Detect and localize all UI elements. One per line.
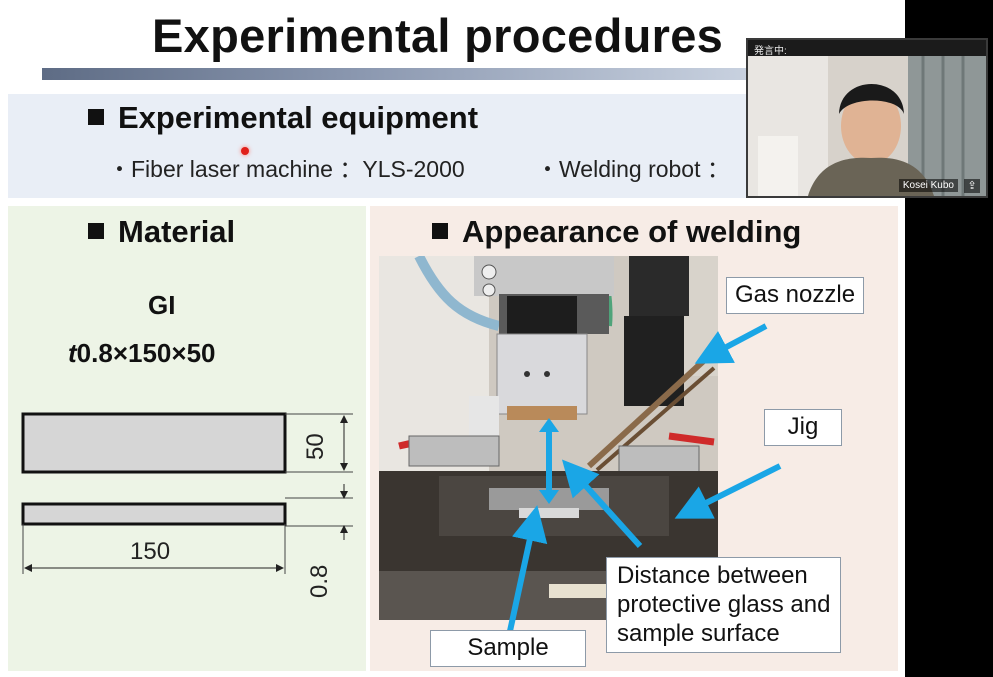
square-bullet-icon bbox=[88, 109, 104, 125]
equipment-heading-text: Experimental equipment bbox=[118, 100, 479, 135]
callout-distance-line3: sample surface bbox=[617, 619, 780, 647]
thickness-dimension-label: 0.8 bbox=[306, 564, 333, 598]
dimensions-values: 0.8×150×50 bbox=[76, 338, 216, 368]
speaking-status: 発言中: bbox=[754, 46, 787, 57]
callout-arrows bbox=[507, 323, 782, 632]
laser-pointer-icon bbox=[241, 147, 249, 155]
thickness-symbol: t bbox=[68, 338, 77, 368]
equipment-item-robot: ・Welding robot ： bbox=[536, 156, 730, 182]
square-bullet-icon bbox=[432, 223, 448, 239]
square-bullet-icon bbox=[88, 223, 104, 239]
title-underline-bar bbox=[42, 68, 752, 80]
callout-sample: Sample bbox=[430, 630, 586, 667]
material-name: GI bbox=[148, 290, 176, 320]
material-heading-text: Material bbox=[118, 214, 236, 249]
width-dimension-label: 150 bbox=[130, 538, 171, 565]
height-dimension-label: 50 bbox=[302, 433, 329, 460]
callout-jig: Jig bbox=[764, 409, 842, 446]
sample-arrow bbox=[507, 505, 548, 632]
callout-distance: Distance between protective glass and sa… bbox=[606, 557, 842, 654]
jig-arrow bbox=[674, 463, 782, 519]
welding-heading-text: Appearance of welding bbox=[462, 214, 802, 249]
callout-distance-line2: protective glass and bbox=[617, 590, 831, 618]
equipment-item-laser: ・Fiber laser machine ：YLS-2000 bbox=[108, 156, 465, 182]
welding-heading: Appearance of welding bbox=[432, 214, 801, 250]
callout-gas-nozzle: Gas nozzle bbox=[726, 277, 865, 314]
material-drawing bbox=[21, 412, 353, 574]
material-dimensions: t0.8×150×50 bbox=[68, 338, 215, 369]
share-screen-icon[interactable]: ⇪ bbox=[964, 179, 980, 193]
equipment-heading: Experimental equipment bbox=[88, 100, 478, 136]
distance-pointer-arrow bbox=[561, 459, 643, 549]
gas-nozzle-arrow bbox=[694, 323, 768, 364]
welding-setup-photo bbox=[379, 256, 718, 620]
slide-title: Experimental procedures bbox=[152, 9, 724, 62]
callout-distance-line1: Distance between bbox=[617, 562, 808, 589]
participant-video-tile[interactable]: 発言中: Kosei Kubo ⇪ bbox=[746, 38, 988, 198]
participant-name: Kosei Kubo bbox=[898, 179, 958, 192]
participant-video-feed bbox=[748, 56, 986, 196]
material-heading: Material bbox=[88, 214, 235, 250]
